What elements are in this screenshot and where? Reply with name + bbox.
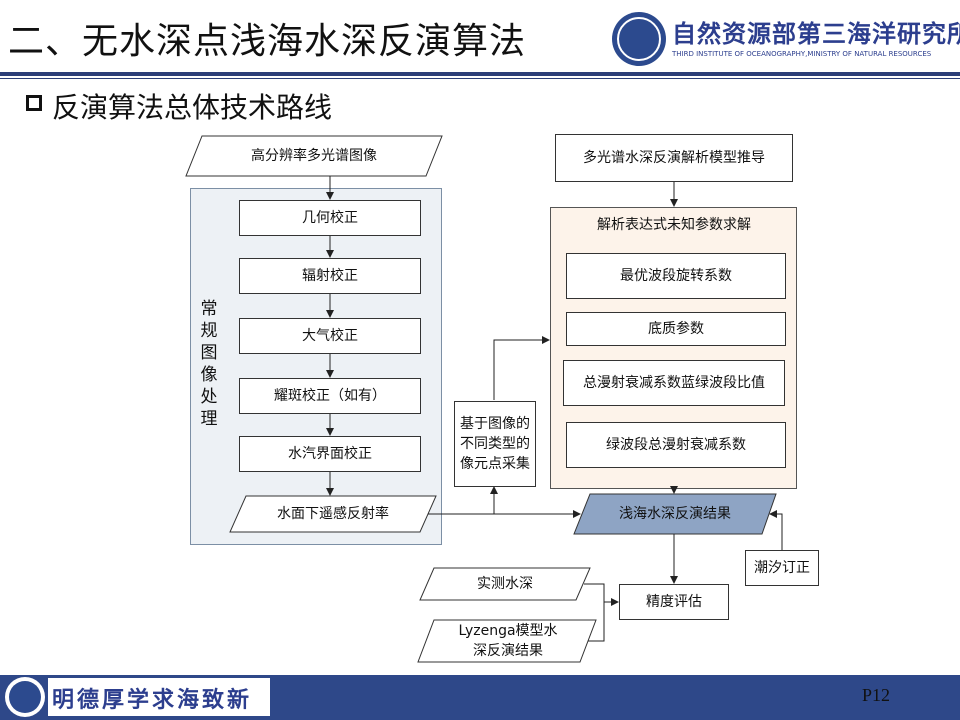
step-glint-correction: 耀斑校正（如有） — [239, 378, 421, 414]
tide-correction-box: 潮汐订正 — [745, 550, 819, 586]
lyzenga-result-label: Lyzenga模型水 深反演结果 — [426, 620, 590, 662]
step-air-water-interface-correction: 水汽界面校正 — [239, 436, 421, 472]
rrs-shape — [229, 495, 437, 533]
motto-banner — [48, 678, 270, 716]
result-label: 浅海水深反演结果 — [619, 505, 731, 522]
header-divider-thin — [0, 78, 960, 79]
lyzenga-line-2: 深反演结果 — [473, 643, 543, 659]
bullet-square-icon — [26, 95, 42, 111]
lyzenga-line-1: Lyzenga模型水 — [458, 622, 558, 639]
param-band-rotation: 最优波段旋转系数 — [566, 253, 786, 299]
institute-emblem-icon — [612, 12, 666, 66]
sampling-line-1: 基于图像的 — [460, 415, 530, 432]
section-heading: 反演算法总体技术路线 — [52, 91, 333, 124]
institute-motto: 明德厚学求海致新 — [52, 687, 253, 713]
param-attenuation-ratio: 总漫射衰减系数蓝绿波段比值 — [563, 360, 785, 406]
param-green-attenuation: 绿波段总漫射衰减系数 — [566, 422, 786, 468]
model-derivation-box: 多光谱水深反演解析模型推导 — [555, 134, 793, 182]
image-processing-group-label: 常规图像处理 — [200, 299, 218, 430]
image-processing-panel — [190, 188, 442, 545]
page-title: 二、无水深点浅海水深反演算法 — [8, 21, 527, 62]
institute-name-cn: 自然资源部第三海洋研究所 — [672, 19, 960, 48]
institute-logo: 自然资源部第三海洋研究所 THIRD INSTITUTE OF OCEANOGR… — [612, 12, 960, 68]
page-number: P12 — [862, 685, 891, 705]
lyzenga-shape — [417, 619, 597, 663]
measured-shape — [419, 567, 591, 601]
result-shape — [573, 493, 777, 535]
parameter-solving-header: 解析表达式未知参数求解 — [597, 217, 751, 233]
step-geometric-correction: 几何校正 — [239, 200, 421, 236]
input-image-shape — [185, 135, 443, 177]
accuracy-assessment-box: 精度评估 — [619, 584, 729, 620]
pixel-sampling-box: 基于图像的 不同类型的 像元点采集 — [454, 401, 536, 487]
input-image-label: 高分辨率多光谱图像 — [251, 147, 377, 164]
step-radiometric-correction: 辐射校正 — [239, 258, 421, 294]
step-atmospheric-correction: 大气校正 — [239, 318, 421, 354]
param-bottom-type: 底质参数 — [566, 312, 786, 346]
sampling-line-3: 像元点采集 — [460, 456, 530, 473]
measured-depth-label: 实测水深 — [477, 575, 533, 592]
header-divider — [0, 72, 960, 76]
institute-name-en: THIRD INSTITUTE OF OCEANOGRAPHY,MINISTRY… — [672, 50, 932, 58]
rrs-label: 水面下遥感反射率 — [277, 505, 389, 522]
sampling-line-2: 不同类型的 — [460, 435, 530, 452]
